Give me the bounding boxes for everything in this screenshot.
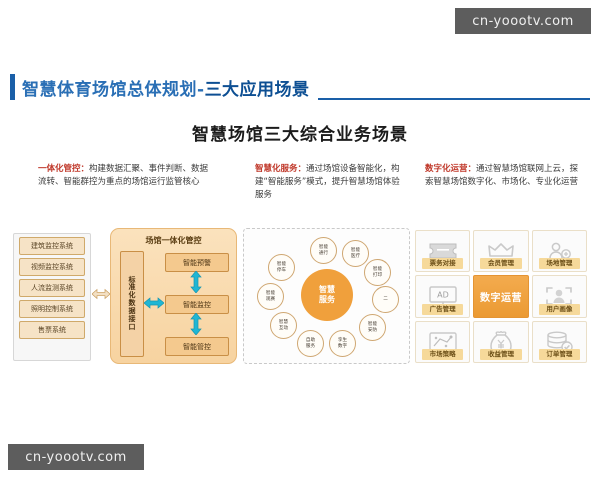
cluster-node[interactable]: 智能 打印 (364, 259, 391, 286)
cluster-node-line1: 智能 (265, 291, 276, 297)
cluster-node[interactable]: 智能 停车 (268, 254, 295, 281)
cluster-node-line2: 停车 (276, 267, 287, 273)
crown-icon (484, 238, 518, 264)
page-title: 智慧体育场馆总体规划-三大应用场景 (22, 75, 310, 100)
cluster-node-line2: 服务 (305, 343, 316, 349)
cluster-node[interactable]: 自助 服务 (297, 330, 324, 357)
grid-cell-label: 市场策略 (422, 348, 464, 360)
integrated-control-panel: 场馆一体化管控 标准化数据接口 智能预警 智能监控 智能管控 (110, 228, 237, 364)
header-accent-bar (10, 74, 15, 100)
data-interface-box[interactable]: 标准化数据接口 (120, 251, 144, 357)
bidirectional-arrow-icon (92, 288, 110, 300)
cluster-hub: 智慧 服务 (301, 269, 353, 321)
cluster-node-line2: 数字 (337, 343, 348, 349)
grid-cell-label: 场地管理 (538, 258, 580, 270)
grid-cell-label: 用户画像 (538, 303, 580, 315)
center-panel-title: 场馆一体化管控 (145, 236, 202, 245)
main-heading: 智慧场馆三大综合业务场景 (192, 125, 408, 145)
cluster-node-line2: 安防 (367, 327, 378, 333)
cluster-hub-line2: 服务 (319, 295, 335, 304)
cluster-node-line1: 智能 (276, 262, 287, 268)
description-lead-3: 数字化运营： (425, 164, 477, 174)
stage-control[interactable]: 智能管控 (165, 337, 229, 356)
list-item[interactable]: 视频监控系统 (19, 258, 85, 276)
grid-cell-label: 收益管理 (480, 348, 522, 360)
stage-warning[interactable]: 智能预警 (165, 253, 229, 272)
vertical-arrow-icon (189, 271, 203, 293)
horizontal-arrow-icon (144, 296, 164, 310)
page-title-plain: 智慧体育场馆总体规划- (22, 80, 205, 100)
cluster-node-line1: 智能 (350, 248, 361, 254)
description-body-1: 构建数据汇聚、事件判断、数据流转、智能群控为重点的场馆运行监管核心 (38, 164, 209, 188)
cluster-node-line1: 智能 (372, 267, 383, 273)
data-interface-label: 标准化数据接口 (128, 275, 136, 331)
watermark-bottom: cn-yoootv.com (8, 444, 144, 470)
header-underline (318, 98, 590, 100)
person-frame-icon (542, 283, 576, 309)
grid-cell-venue[interactable]: 场地管理 (531, 230, 587, 273)
ticket-icon (426, 238, 460, 264)
description-body-2: 通过场馆设备智能化，构建“智能服务”模式，提升智慧场馆体验服务 (255, 164, 400, 201)
grid-cell-ticketing[interactable]: 票务对接 (415, 230, 471, 273)
cluster-node[interactable]: 智能 安防 (359, 314, 386, 341)
description-lead-1: 一体化管控： (38, 164, 90, 174)
grid-cell-revenue[interactable]: 收益管理 (473, 320, 529, 363)
grid-cell-advertising[interactable]: AD 广告管理 (415, 275, 471, 318)
list-item[interactable]: 人流监测系统 (19, 279, 85, 297)
operation-icon-grid: 票务对接 会员管理 场地管理 (415, 230, 587, 363)
grid-cell-digital-operation[interactable]: 数字运营 (473, 275, 529, 318)
cluster-node-line1: 孪生 (337, 338, 348, 344)
cluster-node-line1: 智能 (318, 245, 329, 251)
grid-cell-label: 票务对接 (422, 258, 464, 270)
cluster-node-line2: 互动 (278, 325, 289, 331)
systems-list-panel: 建筑监控系统 视频监控系统 人流监测系统 照明控制系统 售票系统 (13, 233, 91, 361)
grid-cell-label: 广告管理 (422, 303, 464, 315)
cluster-node-line2: 通行 (318, 250, 329, 256)
grid-cell-orders[interactable]: 订单管理 (531, 320, 587, 363)
cluster-node[interactable]: 二 (372, 286, 399, 313)
svg-text:AD: AD (437, 291, 449, 300)
description-block-1: 一体化管控：构建数据汇聚、事件判断、数据流转、智能群控为重点的场馆运行监管核心 (38, 163, 213, 189)
page-title-accent: 三大应用场景 (204, 80, 310, 100)
money-bag-icon (484, 329, 518, 355)
grid-cell-membership[interactable]: 会员管理 (473, 230, 529, 273)
cluster-node[interactable]: 孪生 数字 (329, 330, 356, 357)
cluster-node[interactable]: 智能 观赛 (257, 283, 284, 310)
cluster-hub-line1: 智慧 (319, 285, 335, 295)
grid-cell-market-strategy[interactable]: 市场策略 (415, 320, 471, 363)
grid-center-label: 数字运营 (479, 292, 522, 304)
list-item[interactable]: 建筑监控系统 (19, 237, 85, 255)
description-block-2: 智慧化服务：通过场馆设备智能化，构建“智能服务”模式，提升智慧场馆体验服务 (255, 163, 405, 203)
cluster-node[interactable]: 智能 通行 (310, 237, 337, 264)
description-lead-2: 智慧化服务： (255, 164, 307, 174)
smart-service-cluster: 智慧 服务 智能 通行 智能 医疗 智能 打印 二 智能 安防 孪生 数字 自助 (243, 228, 410, 364)
stage-monitor[interactable]: 智能监控 (165, 295, 229, 314)
cluster-node-line1: 二 (383, 296, 388, 302)
grid-cell-user-profile[interactable]: 用户画像 (531, 275, 587, 318)
slide-header: 智慧体育场馆总体规划-三大应用场景 (0, 72, 600, 102)
cluster-node[interactable]: 智慧 互动 (270, 312, 297, 339)
cluster-node-line1: 智慧 (278, 320, 289, 326)
watermark-top: cn-yoootv.com (455, 8, 591, 34)
grid-cell-label: 订单管理 (538, 348, 580, 360)
cluster-node-line1: 自助 (305, 338, 316, 344)
grid-cell-label: 会员管理 (480, 258, 522, 270)
description-body-3: 通过智慧场馆联网上云，探索智慧场馆数字化、市场化、专业化运营 (425, 164, 579, 188)
cluster-node-line1: 智能 (367, 322, 378, 328)
cluster-node-line2: 打印 (372, 272, 383, 278)
list-item[interactable]: 照明控制系统 (19, 300, 85, 318)
cluster-node-line2: 医疗 (350, 253, 361, 259)
cluster-node[interactable]: 智能 医疗 (342, 240, 369, 267)
vertical-arrow-icon (189, 313, 203, 335)
description-block-3: 数字化运营：通过智慧场馆联网上云，探索智慧场馆数字化、市场化、专业化运营 (425, 163, 585, 189)
list-item[interactable]: 售票系统 (19, 321, 85, 339)
cluster-node-line2: 观赛 (265, 296, 276, 302)
